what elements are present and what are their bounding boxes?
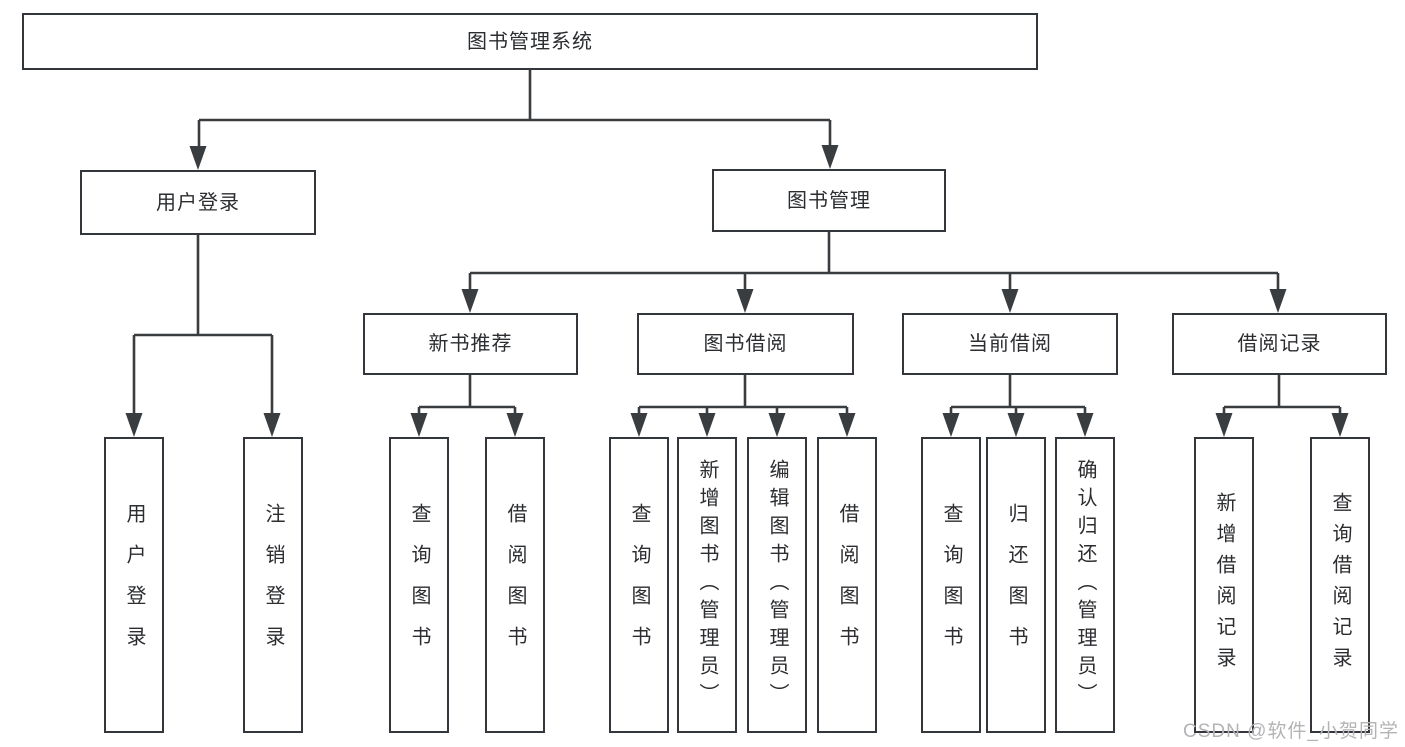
- node-book-management-module: 图书管理: [712, 169, 946, 232]
- leaf-edit-book-admin: 编辑图书（管理员）: [747, 437, 807, 733]
- leaf-add-borrow-record: 新增借阅记录: [1194, 437, 1254, 733]
- leaf-logout: 注销登录: [243, 437, 303, 733]
- leaf-user-login: 用户登录: [104, 437, 164, 733]
- leaf-return-books: 归还图书: [986, 437, 1046, 733]
- node-current-borrowing: 当前借阅: [902, 313, 1118, 375]
- leaf-add-book-admin: 新增图书（管理员）: [677, 437, 737, 733]
- leaf-query-books-3: 查询图书: [921, 437, 981, 733]
- leaf-query-books-2: 查询图书: [609, 437, 669, 733]
- leaf-query-books-1: 查询图书: [389, 437, 449, 733]
- node-user-login-module: 用户登录: [80, 170, 316, 235]
- leaf-confirm-return-admin: 确认归还（管理员）: [1055, 437, 1115, 733]
- node-new-book-recommendation: 新书推荐: [363, 313, 578, 375]
- node-borrowing-records: 借阅记录: [1172, 313, 1387, 375]
- leaf-borrow-books-1: 借阅图书: [485, 437, 545, 733]
- watermark: CSDN @软件_小贺同学: [1183, 721, 1399, 742]
- leaf-borrow-books-2: 借阅图书: [817, 437, 877, 733]
- arrowheads: [125, 145, 1349, 437]
- node-book-borrowing: 图书借阅: [637, 313, 854, 375]
- leaf-query-borrow-record: 查询借阅记录: [1310, 437, 1370, 733]
- node-library-system: 图书管理系统: [22, 13, 1038, 70]
